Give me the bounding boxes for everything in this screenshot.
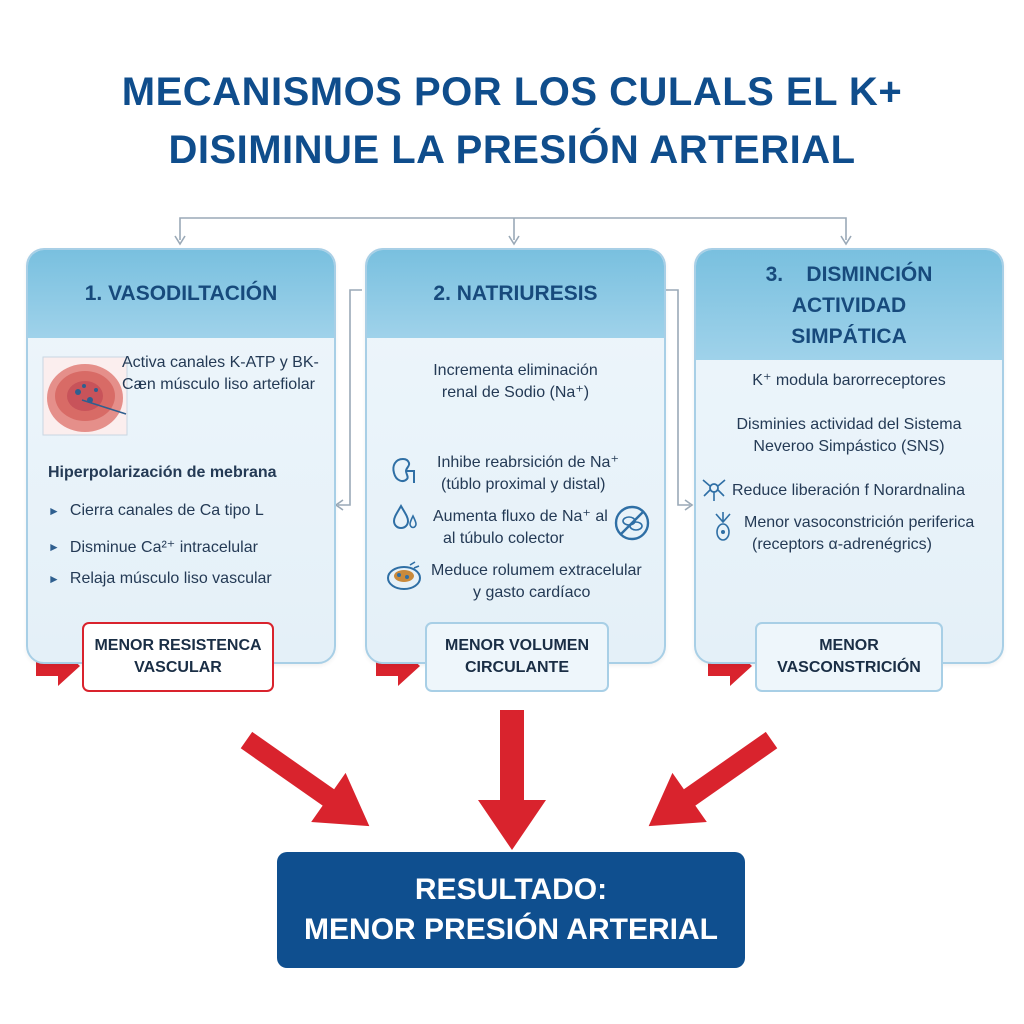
card-3-title-line-1: 3. DISMINCIÓN (765, 262, 933, 286)
vaso-bullet-2-text: Disminue Ca²⁺ intracelular (69, 539, 258, 556)
kidney-icon (392, 457, 415, 483)
outcome-menor-volumen: MENOR VOLUMEN CIRCULANTE (425, 622, 609, 692)
simp-item-1-line-1: Reduce liberación f Norardnalina (732, 482, 966, 499)
card-3-title: 3. DISMINCIÓN ACTIVIDAD SIMPÁTICA (696, 250, 1002, 360)
card-3-title-line-3: SIMPÁTICA (791, 324, 907, 348)
outcome-3-line-2: VASCONSTRICIÓN (777, 659, 921, 676)
result-line-1: RESULTADO: (414, 873, 608, 906)
water-drops-icon (392, 503, 417, 530)
card-2-title: 2. NATRIURESIS (367, 250, 664, 338)
result-box: RESULTADO: MENOR PRESIÓN ARTERIAL (277, 852, 745, 968)
natri-item-2-line-2: al túbulo colector (443, 530, 564, 547)
natri-intro-line-1: Incrementa eliminación (433, 362, 598, 379)
vaso-subheading: Hiperpolarización de mebrana (48, 464, 277, 481)
outcome-1-line-1: MENOR RESISTENCA (94, 637, 262, 654)
natri-item-1-line-1: Inhibe reabrsición de Na⁺ (437, 454, 619, 471)
outcome-menor-resistencia: MENOR RESISTENCA VASCULAR (82, 622, 274, 692)
connector-1-2 (338, 289, 362, 506)
top-bracket-line (179, 217, 847, 240)
outcome-menor-vasoconstriccion: MENOR VASCONSTRICIÓN (755, 622, 943, 692)
outcome-1-line-2: VASCULAR (134, 659, 222, 676)
vaso-bullet-1: ► Cierra canales de Ca tipo L (48, 502, 264, 520)
bullet-triangle-icon: ► (48, 504, 60, 518)
bullet-triangle-icon: ► (48, 540, 60, 554)
natri-item-1-line-2: (túblo proximal y distal) (441, 476, 606, 493)
card-1-title: 1. VASODILTACIÓN (28, 250, 334, 338)
simp-line-a: K⁺ modula barorreceptores (752, 372, 946, 389)
diagram-title-line-1: MECANISMOS POR LOS CULALS EL K+ (121, 70, 903, 114)
connector-2-3 (665, 289, 690, 506)
card-3-title-line-2: ACTIVIDAD (791, 293, 907, 317)
big-arrow-middle (478, 710, 546, 850)
big-arrow-right (648, 731, 778, 827)
outcome-2-line-2: CIRCULANTE (465, 659, 569, 676)
card-natriuresis: 2. NATRIURESIS Incrementa eliminación re… (365, 248, 666, 664)
vaso-bullet-1-text: Cierra canales de Ca tipo L (69, 502, 264, 519)
simp-line-b1: Disminies actividad del Sistema (736, 416, 962, 433)
blood-cells-icon (387, 561, 421, 590)
vaso-caption-line-1: Activa canales K-ATP y BK-Ca (122, 354, 319, 393)
vaso-bullet-2: ► Disminue Ca²⁺ intracelular (48, 537, 258, 557)
bullet-triangle-icon: ► (48, 572, 60, 586)
vaso-caption-line-2: en músculo liso artefiolar (138, 376, 315, 393)
natri-intro-line-2: renal de Sodio (Na⁺) (441, 384, 590, 401)
big-arrow-left (240, 731, 370, 827)
natri-item-3-line-1: Meduce rolumem extracelular (431, 562, 642, 579)
card-actividad-simpatica: 3. DISMINCIÓN ACTIVIDAD SIMPÁTICA K⁺ mod… (694, 248, 1004, 664)
outcome-2-line-1: MENOR VOLUMEN (445, 637, 589, 654)
no-cells-icon (614, 505, 650, 541)
card-vasodilatacion: 1. VASODILTACIÓN Activa canales K-ATP y … (26, 248, 336, 664)
simp-item-2-line-2: (receptors α-adrenégrics) (752, 536, 932, 553)
neuron-icon (702, 479, 726, 501)
simp-item-2-line-1: Menor vasoconstrición periferica (744, 514, 975, 531)
simp-line-b2: Neveroo Simpástico (SNS) (753, 438, 945, 455)
receptor-icon (715, 512, 731, 541)
vessel-cross-section-icon (42, 356, 128, 436)
result-line-2: MENOR PRESIÓN ARTERIAL (304, 913, 718, 946)
diagram-title-line-2: DISIMINUE LA PRESIÓN ARTERIAL (168, 128, 856, 172)
natri-item-3-line-2: y gasto cardíaco (473, 584, 591, 601)
natri-item-2-line-1: Aumenta fluxo de Na⁺ al (433, 508, 608, 525)
outcome-3-line-1: MENOR (819, 637, 879, 654)
vaso-bullet-3: ► Relaja músculo liso vascular (48, 570, 272, 588)
vaso-bullet-3-text: Relaja músculo liso vascular (69, 570, 272, 587)
